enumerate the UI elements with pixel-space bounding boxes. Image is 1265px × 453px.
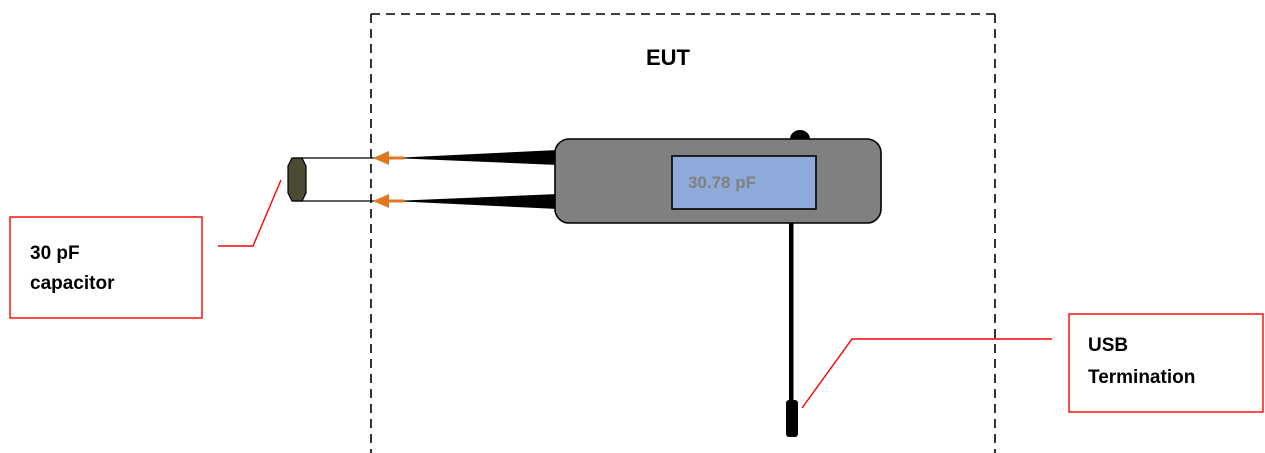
usb-callout-line1: USB	[1088, 335, 1128, 356]
capacitor-callout-line1: 30 pF	[30, 243, 80, 264]
probe-lead-lower	[392, 194, 558, 209]
probe-lead-upper	[392, 150, 558, 165]
eut-label: EUT	[646, 45, 691, 70]
usb-callout-line2: Termination	[1088, 367, 1195, 388]
capacitor-callout-box	[9, 216, 203, 319]
display-reading: 30.78 pF	[688, 173, 756, 192]
capacitor-callout-leader	[218, 179, 282, 247]
probe-arrow-upper	[373, 151, 404, 165]
usb-connector-icon	[786, 400, 798, 437]
probe-arrow-lower	[373, 194, 404, 208]
usb-callout-box	[1068, 313, 1264, 413]
usb-callout-leader	[801, 338, 1052, 409]
capacitor-icon	[287, 157, 307, 202]
meter-display	[671, 155, 817, 210]
capacitor-callout-line2: capacitor	[30, 273, 115, 294]
eut-boundary	[370, 13, 996, 453]
usb-cable	[789, 223, 794, 403]
